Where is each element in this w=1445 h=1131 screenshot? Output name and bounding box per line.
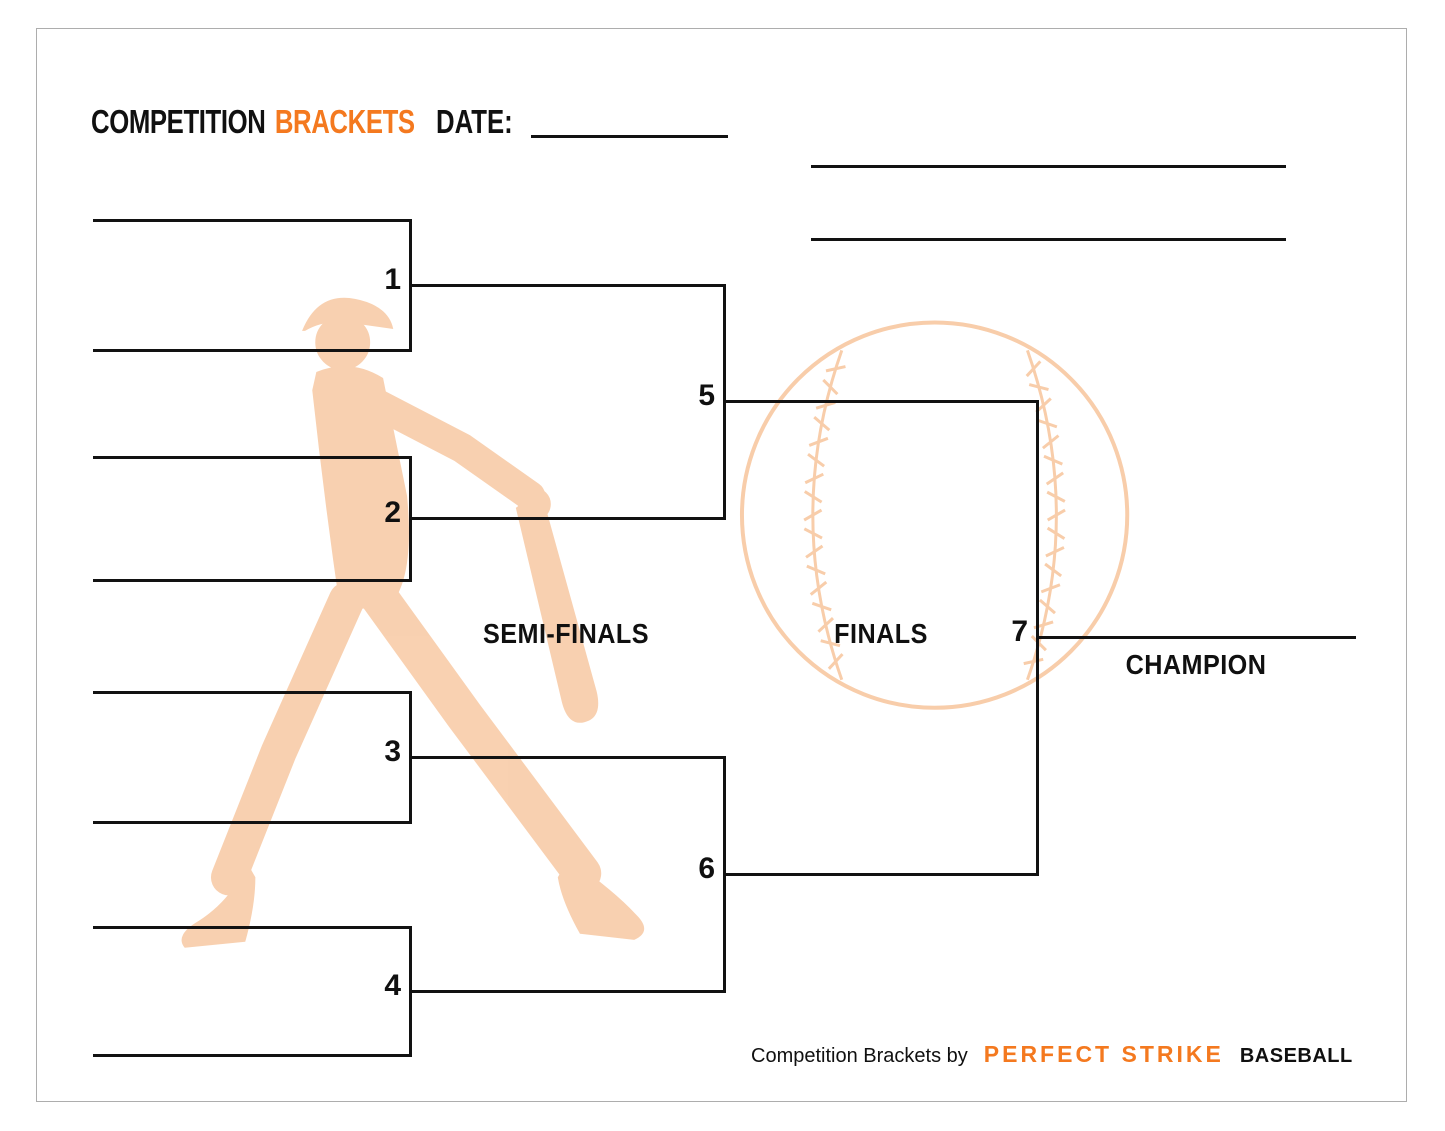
match-number-2: 2: [384, 496, 401, 529]
semifinal-6-winner-line: [723, 873, 1036, 876]
watermark-art: [181, 297, 1130, 948]
match-number-3: 3: [384, 735, 401, 768]
team-line-1: [93, 219, 409, 222]
team-line-5: [93, 691, 409, 694]
match-number-6: 6: [698, 852, 715, 885]
team-line-2: [93, 349, 409, 352]
title-brackets: BRACKETS: [274, 103, 415, 140]
semifinals-label: SEMI-FINALS: [483, 618, 649, 649]
match-number-4: 4: [384, 969, 401, 1002]
match-1-winner-line: [409, 284, 723, 287]
info-line-1: [811, 165, 1286, 168]
match-number-5: 5: [698, 379, 715, 412]
team-line-4: [93, 579, 409, 582]
match-3-winner-line: [409, 756, 723, 759]
info-line-2: [811, 238, 1286, 241]
match-number-7: 7: [1011, 615, 1028, 648]
title-competition: COMPETITION: [91, 103, 266, 140]
team-line-7: [93, 926, 409, 929]
champion-label: CHAMPION: [1125, 649, 1267, 680]
finals-label: FINALS: [834, 618, 928, 649]
team-line-8: [93, 1054, 409, 1057]
semifinal-5-winner-line: [723, 400, 1036, 403]
footer-baseball-text: BASEBALL: [1239, 1045, 1353, 1067]
perfect-strike-logo: PERFECT STRIKE: [983, 1041, 1224, 1067]
footer: Competition Brackets by PERFECT STRIKE B…: [751, 1041, 1353, 1068]
match-number-1: 1: [384, 263, 401, 296]
match-4-winner-line: [409, 990, 723, 993]
team-line-3: [93, 456, 409, 459]
champion-line: [1036, 636, 1356, 639]
match-2-winner-line: [409, 517, 723, 520]
date-label: DATE:: [436, 103, 513, 140]
team-line-6: [93, 821, 409, 824]
footer-credit-text: Competition Brackets by: [751, 1045, 968, 1067]
date-underline: [531, 135, 728, 138]
